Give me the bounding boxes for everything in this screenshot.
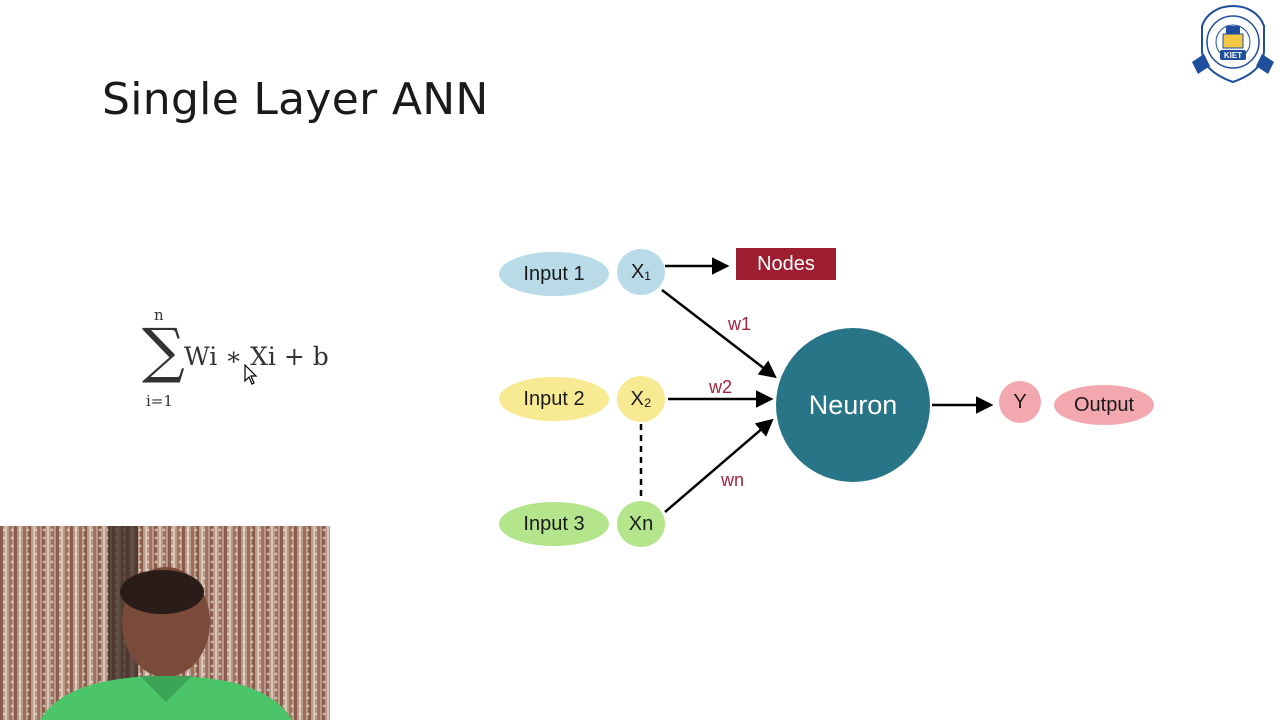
formula-lower-limit: i=1	[146, 392, 173, 410]
formula-expression: Wi ∗ Xi + b	[184, 342, 329, 371]
variable-node-x2	[617, 376, 665, 422]
input-label-3: Input 3	[523, 513, 584, 535]
summation-formula: n ∑ i=1 Wi ∗ Xi + b	[140, 306, 330, 416]
neuron-label: Neuron	[809, 390, 898, 420]
kiet-logo: KIET	[1192, 4, 1274, 84]
nodes-label: Nodes	[757, 253, 815, 275]
weight-label-w1: w1	[727, 314, 751, 334]
output-node	[1054, 385, 1154, 425]
variable-label-x2: X₂	[630, 388, 651, 410]
variable-node-x1	[617, 249, 665, 295]
input-node-3	[499, 502, 609, 546]
arrow-xn-to-neuron	[664, 418, 774, 513]
output-variable-y	[999, 381, 1041, 423]
weight-label-w2: w2	[708, 377, 732, 397]
formula-sigma: ∑	[142, 316, 185, 386]
mouse-cursor-icon	[244, 364, 258, 385]
input-node-2	[499, 377, 609, 421]
input-label-2: Input 2	[523, 388, 584, 410]
nodes-box	[736, 248, 836, 280]
variable-label-x1: X₁	[631, 261, 651, 283]
formula-upper-limit: n	[154, 306, 164, 324]
variable-label-xn: Xn	[629, 513, 653, 535]
output-label: Output	[1074, 394, 1134, 416]
arrow-x1-to-neuron	[661, 289, 777, 379]
slide-title: Single Layer ANN	[102, 74, 489, 125]
weight-label-wn: wn	[720, 470, 744, 490]
output-variable-label: Y	[1013, 391, 1026, 413]
input-label-1: Input 1	[523, 263, 584, 285]
logo-text: KIET	[1224, 51, 1242, 60]
neuron-node	[776, 328, 930, 482]
variable-node-xn	[617, 501, 665, 547]
input-node-1	[499, 252, 609, 296]
webcam-video	[0, 526, 330, 720]
